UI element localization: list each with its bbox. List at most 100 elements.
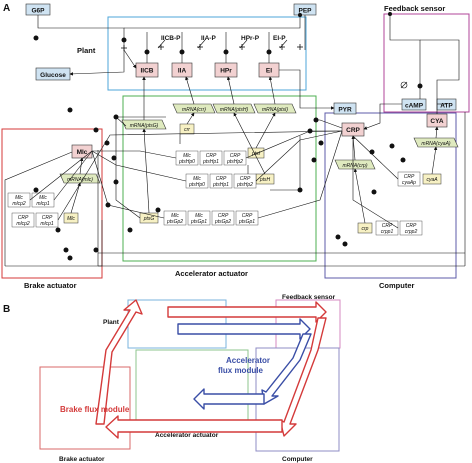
protein-mlc: Mlc [71,144,93,159]
panel-a-letter: A [3,3,10,14]
promoter-factor: CRP [406,223,417,229]
protein-cya: CYA [426,113,448,128]
mrna-mlc: mRNA(mlc) [59,173,101,184]
promoter-crp-cyaap: CRP cyaAp [397,171,421,187]
protein-label: IIA [178,68,187,75]
gene-label: ptsG [143,216,155,222]
panel-b-letter: B [3,304,10,315]
gene-mlc: Mlc [63,212,79,224]
gene-label: Mlc [67,216,75,222]
metabolite-label: ATP [440,103,453,110]
degradation-icon [400,81,408,89]
mrna-label: mRNA(mlc) [67,177,93,183]
label-brake-actuator: Brake actuator [24,281,77,290]
brake-flux-arrow-bottom [105,415,283,439]
protein-hpr: HPr [214,62,238,78]
mrna-crr: mRNA(crr) [172,103,216,114]
promoter-site: ptsHp1 [212,182,229,188]
metabolite-atp: ATP [436,98,457,111]
promoter-mlc-ptshp0-b: Mlc ptsHp0 [185,173,209,189]
brake-flux-arrow-top [167,301,327,323]
plant-frame [107,16,307,91]
promoter-factor: CRP [230,153,241,159]
promoter-crp-ptshp2-b: CRP ptsHp2 [233,173,257,189]
accelerator-flux-arrow-bottom [193,388,265,410]
gene-ptsh: ptsH [255,173,275,185]
metabolite-g6p: G6P [25,3,51,16]
protein-iicb: IICB [135,62,159,78]
promoter-site: ptsGp2 [166,219,183,225]
gene-crp: crp [357,222,373,234]
metabolite-camp: cAMP [401,98,427,111]
protein-ei: EI [258,62,280,78]
brake-flux-arrow-right [279,317,327,437]
protein-label: Mlc [77,149,88,156]
brake-actuator-frame-b [39,366,131,450]
promoter-site: ptsGp1 [190,219,207,225]
protein-label: CRP [346,127,360,134]
promoter-site: mlcp2 [12,201,26,207]
mrna-label: mRNA(ptsG) [130,123,159,129]
promoter-factor: CRP [240,176,251,182]
regulatory-dots [33,12,423,261]
label-plant: Plant [77,46,96,55]
promoter-mlc-ptsgp1: Mlc ptsGp1 [187,210,211,226]
promoter-site: ptsGp2 [214,219,231,225]
accelerator-flux-line1: Accelerator [226,356,270,365]
feedback-sensor-frame [383,13,470,113]
promoter-site: cyaAp [402,180,416,186]
mrna-label: mRNA(crr) [182,107,206,113]
promoter-crp-ptshp1: CRP ptsHp1 [199,150,223,166]
metabolite-pyr: PYR [333,102,357,115]
promoter-factor: CRP [382,223,393,229]
promoter-mlc-mlcp1: Mlc mlcp1 [31,192,55,208]
label-computer-b: Computer [282,456,313,463]
protein-label: CYA [430,118,443,125]
protein-label: IICB [141,68,154,75]
label-computer: Computer [379,281,414,290]
metabolite-label: Glucose [40,72,66,79]
promoter-crp-ptsgp2: CRP ptsGp2 [211,210,235,226]
metabolite-label: cAMP [405,103,424,110]
metabolite-pep: PEP [293,3,317,16]
promoter-site: ptsHp0 [188,182,205,188]
accelerator-actuator-frame [122,95,317,262]
promoter-site: ptsHp0 [178,159,195,165]
promoter-site: crpp2 [405,229,418,235]
protein-label: HPr [220,68,232,75]
mrna-ptsi: mRNA(ptsI) [253,103,297,114]
promoter-site: ptsGp1 [238,219,255,225]
promoter-factor: Mlc [193,176,201,182]
promoter-site: mlcp2 [16,221,30,227]
label-brake-flux: Brake flux module [60,405,130,414]
gene-label: cyaA [426,177,438,183]
promoter-mlc-mlcp2: Mlc mlcp2 [7,192,31,208]
gene-label: crr [184,127,190,133]
computer-frame [324,112,457,279]
protein-crp: CRP [341,122,365,137]
gene-label: crp [362,226,369,232]
mrna-cyaa: mRNA(cyaA) [413,137,459,148]
promoter-site: mlcp1 [36,201,50,207]
inhibition-marks [121,44,303,51]
label-ei-p: EI-P [273,35,286,42]
promoter-factor: CRP [18,215,29,221]
accelerator-flux-line2: flux module [218,366,263,375]
mrna-label: mRNA(ptsI) [262,107,288,113]
promoter-factor: Mlc [183,153,191,159]
mrna-label: mRNA(ptsH) [220,107,249,113]
label-accelerator-actuator-b: Accelerator actuator [155,432,219,439]
mrna-label: mRNA(cyaA) [421,141,451,147]
metabolite-label: PEP [298,8,312,15]
brake-flux-loop [95,299,327,439]
mrna-ptsh: mRNA(ptsH) [212,103,256,114]
label-accelerator-actuator: Accelerator actuator [175,269,248,278]
promoter-site: ptsHp2 [226,159,243,165]
promoter-crp-ptsgp1: CRP ptsGp1 [235,210,259,226]
mrna-label: mRNA(crp) [343,163,368,169]
promoter-crp-ptshp2: CRP ptsHp2 [223,150,247,166]
gene-label: ptsH [259,177,271,183]
label-accelerator-flux: Accelerator flux module [218,356,272,375]
